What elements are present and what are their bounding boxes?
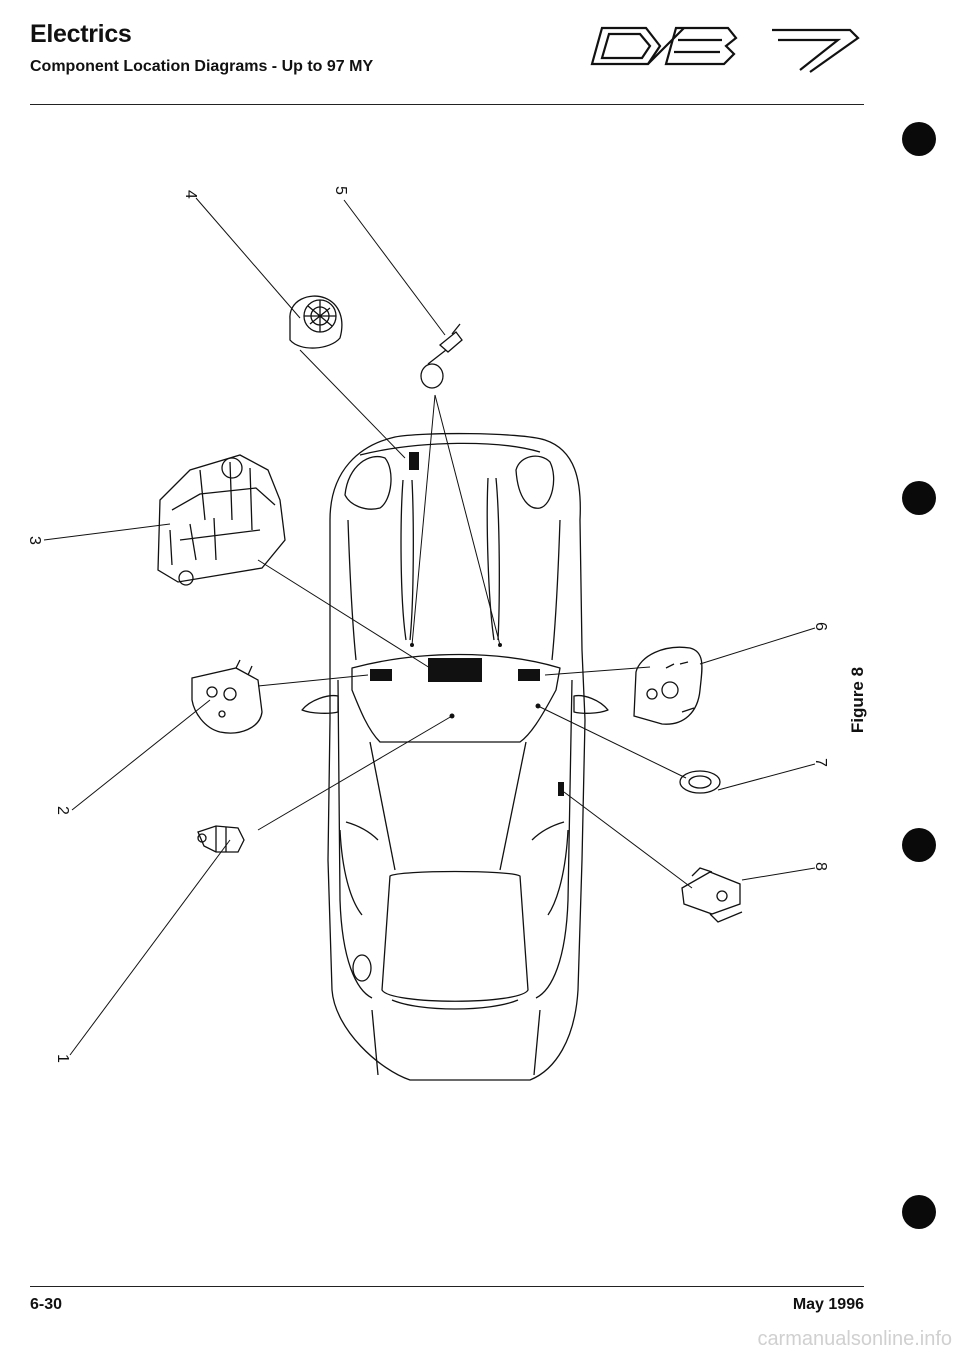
section-subtitle: Component Location Diagrams - Up to 97 M…	[30, 58, 374, 75]
header-rule	[30, 104, 864, 105]
relay-illustration	[191, 659, 263, 734]
callout-7: 7	[812, 758, 829, 767]
socket-illustration	[197, 825, 245, 853]
switch-illustration	[681, 867, 743, 923]
figure-caption: Figure 8	[848, 666, 867, 734]
marker-relay-right	[518, 669, 540, 681]
marker-horn	[409, 452, 419, 470]
sensor-illustration	[420, 323, 463, 389]
issue-date: May 1996	[792, 1296, 864, 1313]
callout-4: 4	[182, 190, 199, 199]
fuel-cap	[352, 954, 372, 982]
horn-illustration	[289, 295, 343, 349]
margin-dot	[902, 828, 936, 862]
margin-dot	[902, 122, 936, 156]
section-title: Electrics	[30, 20, 132, 48]
relay-right-illustration	[633, 646, 703, 725]
watermark-text: carmanualsonline.info	[757, 1328, 952, 1350]
grommet-illustration	[679, 770, 721, 794]
callout-5: 5	[332, 186, 349, 195]
callout-8: 8	[812, 862, 829, 871]
marker-relay-left	[370, 669, 392, 681]
windscreen	[351, 653, 561, 743]
abs-modulator-illustration	[157, 454, 286, 586]
page-number: 6-30	[30, 1296, 63, 1313]
db7-logo	[590, 26, 860, 73]
car-body-outline	[327, 432, 586, 1081]
marker-ecu-centre	[428, 658, 482, 682]
margin-dot	[902, 481, 936, 515]
mirror-right	[573, 694, 609, 714]
callout-3: 3	[26, 536, 43, 545]
callout-2: 2	[54, 806, 71, 815]
mirror-left	[301, 694, 339, 714]
margin-dot	[902, 1195, 936, 1229]
callout-6: 6	[812, 622, 829, 631]
rear-screen	[381, 870, 529, 1002]
footer-rule	[30, 1286, 864, 1287]
callout-1: 1	[54, 1054, 71, 1063]
watermark-band	[0, 1320, 960, 1358]
headlamp-left	[344, 456, 392, 510]
marker-switch	[558, 782, 564, 796]
headlamp-right	[515, 455, 555, 509]
